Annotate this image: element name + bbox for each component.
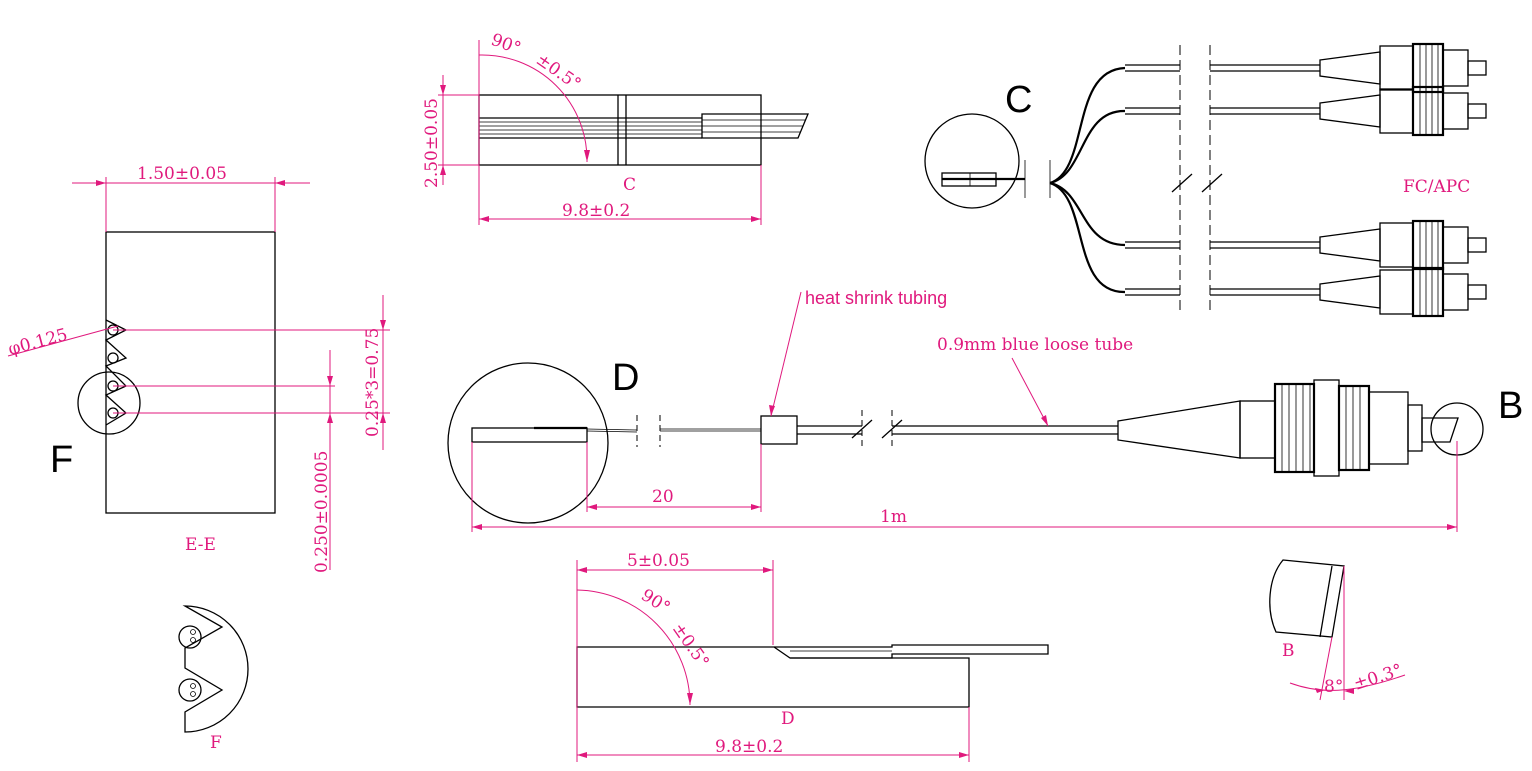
view-b: B 8° ±0.3° <box>1269 559 1406 701</box>
fc-apc-connector-3 <box>1319 219 1487 271</box>
heat-shrink-label: heat shrink tubing <box>805 288 947 308</box>
view-d-tolerance-label: ±0.5° <box>668 619 713 671</box>
fc-apc-connector-2 <box>1319 85 1487 137</box>
view-b-angle-label: 8° <box>1324 677 1343 697</box>
view-c-caption: C <box>623 175 636 195</box>
ee-fiber-label: φ0.125 <box>6 325 70 360</box>
fc-apc-connector-4 <box>1319 266 1487 318</box>
fiber-lines <box>1125 64 1320 296</box>
main-detail-letter-d: D <box>612 357 639 399</box>
dim-20-label: 20 <box>652 487 674 507</box>
ee-caption: E-E <box>185 535 216 555</box>
main-cable: heat shrink tubing 0.9mm blue loose tube… <box>447 288 1523 532</box>
view-c-angle-label: 90° <box>488 30 523 59</box>
ee-pitch-label: 0.25*3=0.75 <box>363 328 383 437</box>
fanout-assembly: C FC/APC <box>924 42 1487 318</box>
fc-apc-label: FC/APC <box>1403 177 1470 197</box>
ee-detail-letter-f: F <box>50 439 73 481</box>
view-d-angle-label: 90° <box>637 585 673 618</box>
view-b-caption: B <box>1282 641 1295 661</box>
view-c-height-label: 2.50±0.05 <box>422 98 442 188</box>
view-d-caption: D <box>781 709 795 729</box>
view-c: 90° ±0.5° 2.50±0.05 C 9.8±0.2 <box>422 30 809 225</box>
view-d-length-label: 9.8±0.2 <box>715 737 783 757</box>
main-detail-letter-b: B <box>1498 385 1523 427</box>
view-d: 5±0.05 90° ±0.5° D 9.8±0.2 <box>576 551 1049 762</box>
view-b-tolerance-label: ±0.3° <box>1351 660 1405 694</box>
ee-depth-label: 0.250±0.0005 <box>312 451 332 573</box>
fc-connector-main <box>1117 379 1484 477</box>
view-d-top-label: 5±0.05 <box>627 551 690 571</box>
fanout-detail-letter-c: C <box>1005 79 1032 121</box>
view-f-caption: F <box>210 733 222 753</box>
view-c-length-label: 9.8±0.2 <box>562 201 630 221</box>
break-lines <box>1179 45 1211 310</box>
loose-tube-label: 0.9mm blue loose tube <box>937 335 1133 355</box>
detail-f: F <box>178 605 249 753</box>
dim-1m-label: 1m <box>880 507 907 527</box>
view-e-e: 1.50±0.05 φ0.125 0.25*3=0.75 0.250±0.000… <box>6 164 390 573</box>
ee-width-label: 1.50±0.05 <box>137 164 227 184</box>
fc-apc-connector-1 <box>1319 42 1487 94</box>
